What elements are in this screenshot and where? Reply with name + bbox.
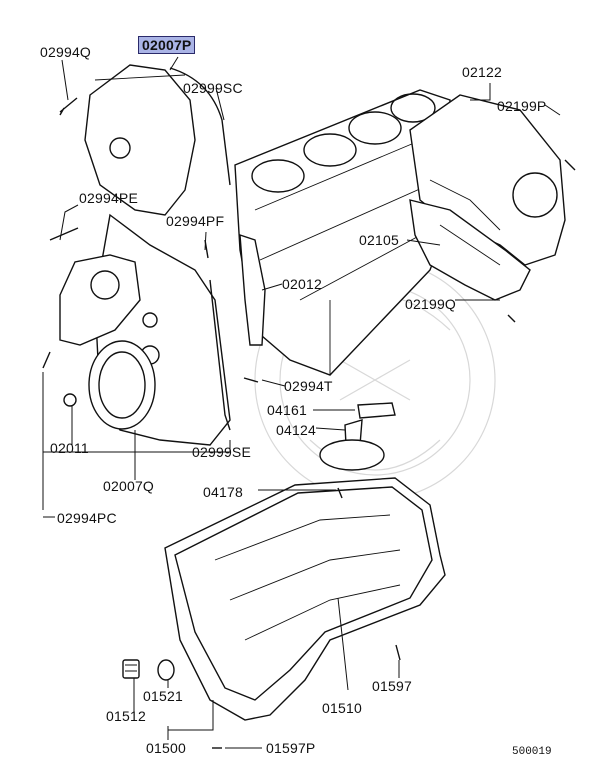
gasket-02012 <box>239 234 266 346</box>
label-02012: 02012 <box>282 276 322 292</box>
figure-code: 500019 <box>512 746 552 758</box>
drain-plug-01512 <box>122 659 140 679</box>
upper-timing-cover <box>84 64 196 216</box>
timing-cover-plate <box>59 254 141 346</box>
label-02994Q: 02994Q <box>40 44 92 60</box>
label-01510: 01510 <box>322 700 362 716</box>
oil-pan <box>164 477 446 721</box>
bolts <box>42 97 576 749</box>
label-01500: 01500 <box>146 740 186 756</box>
gasket-04161 <box>357 402 396 419</box>
label-01597P: 01597P <box>266 740 316 756</box>
label-02122: 02122 <box>462 64 502 80</box>
drain-washer-01521 <box>157 659 175 681</box>
label-02994T: 02994T <box>284 378 333 394</box>
adapter-02105 <box>409 199 531 301</box>
label-02011: 02011 <box>50 440 89 456</box>
label-02105: 02105 <box>359 232 399 248</box>
label-02007Q: 02007Q <box>103 478 155 494</box>
label-02999SE: 02999SE <box>192 444 252 460</box>
label-02994PC: 02994PC <box>57 510 117 526</box>
label-01521: 01521 <box>143 688 183 704</box>
label-02999SC: 02999SC <box>183 80 243 96</box>
engine-block <box>234 89 451 376</box>
label-04124: 04124 <box>276 422 316 438</box>
oil-strainer-04124 <box>319 419 385 471</box>
label-02007P-highlighted: 02007P <box>138 36 196 54</box>
leader-lines <box>42 56 561 749</box>
label-04178: 04178 <box>203 484 243 500</box>
label-04161: 04161 <box>267 402 307 418</box>
label-02994PF: 02994PF <box>166 213 225 229</box>
label-02199Q: 02199Q <box>405 296 457 312</box>
label-02199P: 02199P <box>497 98 547 114</box>
label-01597: 01597 <box>372 678 412 694</box>
gasket-strip-upper <box>169 67 231 186</box>
label-02994PE: 02994PE <box>79 190 139 206</box>
label-01512: 01512 <box>106 708 146 724</box>
gasket-strip-lower <box>209 279 231 431</box>
